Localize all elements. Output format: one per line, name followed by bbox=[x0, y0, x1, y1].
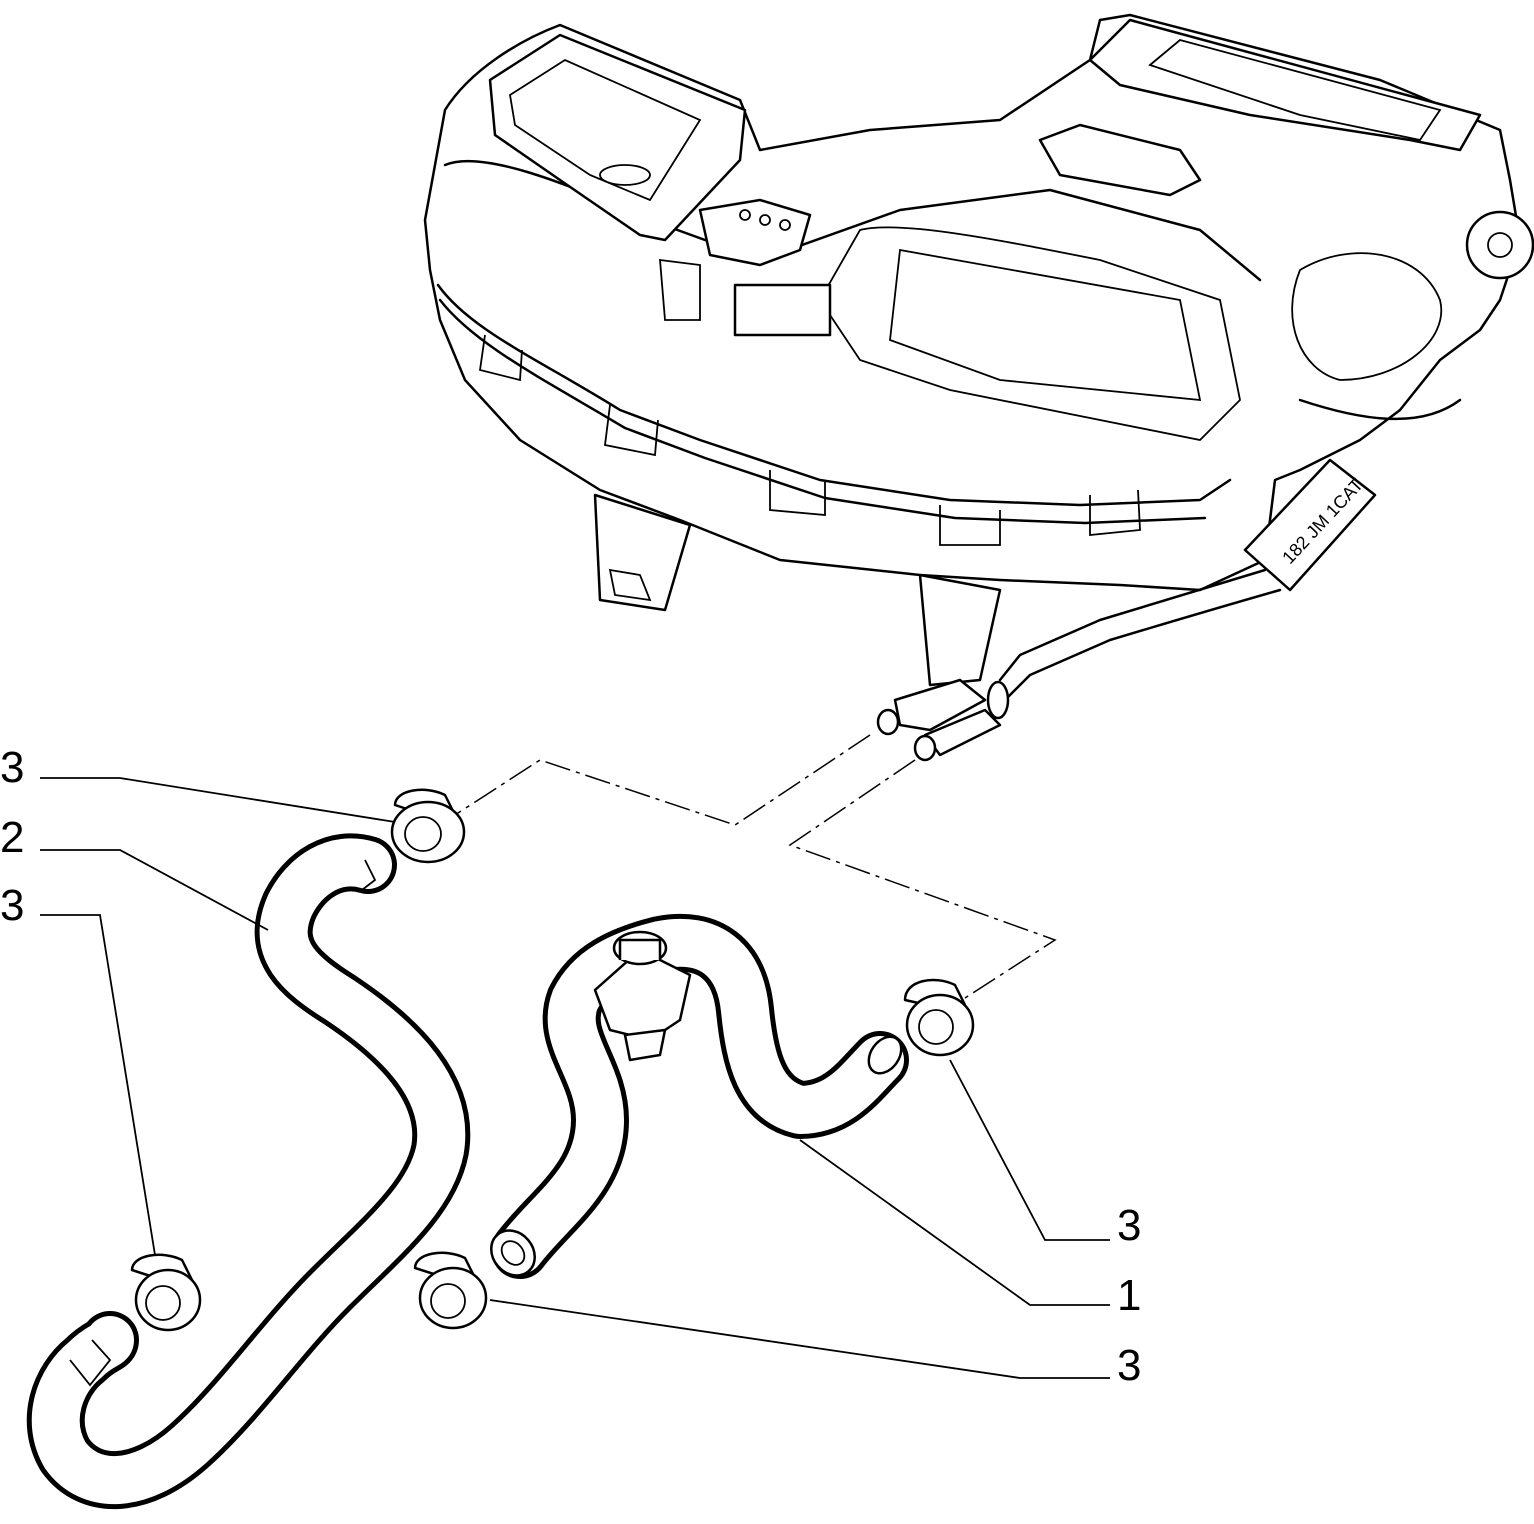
alignment-lines bbox=[454, 734, 1057, 999]
callout-2: 2 bbox=[0, 813, 24, 862]
heater-housing-assembly: 182 JM 1CAT bbox=[423, 13, 1534, 762]
callout-3-right: 3 bbox=[1117, 1201, 1141, 1250]
hose-part-2 bbox=[26, 833, 471, 1510]
clamp-top-left bbox=[390, 788, 466, 864]
clamp-bottom-left bbox=[130, 1253, 202, 1332]
clamp-right bbox=[903, 978, 975, 1057]
callout-3-bottom: 3 bbox=[1117, 1341, 1141, 1390]
callout-1: 1 bbox=[1117, 1271, 1141, 1320]
callout-3-top-left: 3 bbox=[0, 743, 24, 792]
callout-labels: 3 2 3 3 1 3 bbox=[0, 743, 1141, 1390]
callout-3-left: 3 bbox=[0, 881, 24, 930]
leader-lines bbox=[40, 777, 1110, 1379]
hose-part-1 bbox=[490, 913, 909, 1279]
clamp-bottom-center bbox=[413, 1251, 488, 1330]
